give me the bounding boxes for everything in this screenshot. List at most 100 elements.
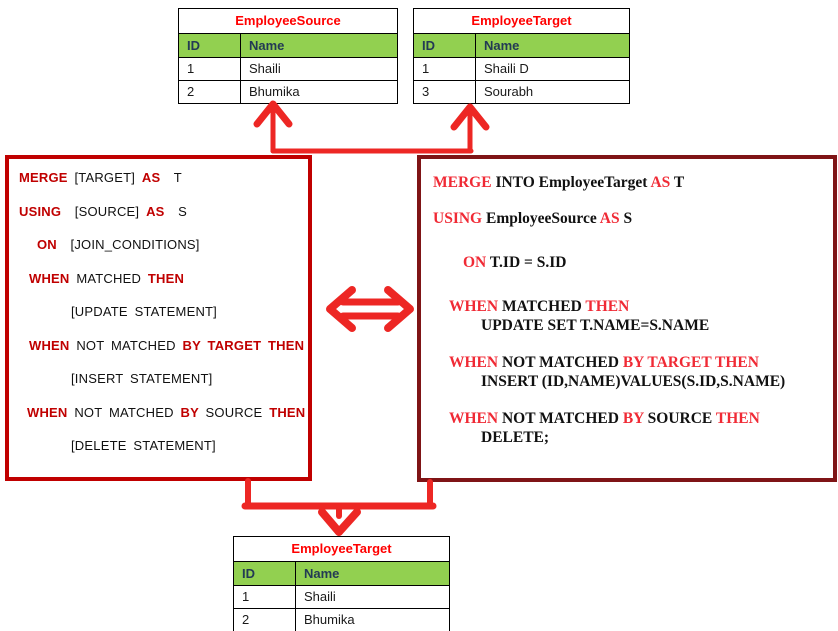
sql-text: INSERT (ID,NAME)VALUES(S.ID,S.NAME)	[481, 373, 786, 390]
code-line: [UPDATE STATEMENT]	[19, 295, 308, 329]
table-row: 1 Shaili D	[414, 58, 629, 81]
table-row: 2 Bhumika	[234, 609, 449, 631]
sql-keyword: AS	[141, 170, 161, 185]
sql-text: SOURCE	[647, 410, 716, 427]
cell: 1	[179, 58, 241, 80]
sql-keyword: THEN	[715, 410, 760, 427]
sql-text: [JOIN_CONDITIONS]	[63, 237, 200, 252]
cell: Shaili	[249, 61, 281, 76]
sql-text: NOT MATCHED	[74, 404, 181, 420]
sql-text: DELETE;	[481, 429, 550, 446]
sql-keyword: AS	[650, 174, 674, 191]
sql-keyword: WHEN	[29, 337, 77, 353]
cell: 1	[234, 586, 296, 608]
table-row: 3 Sourabh	[414, 81, 629, 103]
sql-keyword: ON	[37, 237, 64, 252]
sql-keyword: AS	[599, 210, 624, 227]
table-row: 1 Shaili	[234, 586, 449, 609]
code-line: [DELETE STATEMENT]	[19, 429, 308, 463]
code-line: WHEN MATCHED THEN	[433, 297, 833, 316]
sql-keyword: MERGE	[19, 170, 75, 185]
sql-keyword: WHEN	[449, 410, 502, 427]
sql-text: UPDATE SET T.NAME=S.NAME	[481, 317, 710, 334]
merge-example-box: MERGE INTO EmployeeTarget AS T USING Empl…	[417, 155, 837, 482]
code-line: UPDATE SET T.NAME=S.NAME	[433, 316, 833, 335]
sql-text: EmployeeSource	[485, 210, 600, 227]
cell: Shaili	[304, 589, 336, 604]
table-title: EmployeeTarget	[234, 537, 449, 562]
cell: Bhumika	[304, 612, 355, 627]
cell: Sourabh	[484, 84, 534, 99]
sql-text: [TARGET]	[74, 170, 142, 185]
sql-text: [SOURCE]	[67, 203, 147, 219]
code-line: ON [JOIN_CONDITIONS]	[19, 228, 308, 262]
code-line: DELETE;	[433, 428, 833, 447]
code-line: WHEN NOT MATCHED BY SOURCE THEN	[19, 396, 308, 430]
sql-keyword: WHEN	[449, 298, 502, 315]
sql-text: T	[673, 174, 685, 191]
table-row: 2 Bhumika	[179, 81, 397, 103]
sql-text: SOURCE	[205, 404, 270, 420]
cell: 2	[234, 609, 296, 631]
code-line: WHEN NOT MATCHED BY SOURCE THEN	[433, 409, 833, 428]
down-arrow-icon	[318, 508, 361, 536]
sql-keyword: USING	[19, 203, 68, 219]
table-title: EmployeeSource	[179, 9, 397, 34]
code-line: WHEN NOT MATCHED BY TARGET THEN	[433, 353, 833, 372]
sql-keyword: THEN	[147, 270, 185, 286]
sql-keyword: BY TARGET THEN	[182, 337, 305, 353]
table-row: 1 Shaili	[179, 58, 397, 81]
sql-keyword: THEN	[269, 404, 306, 420]
sql-keyword: ON	[463, 254, 490, 271]
sql-keyword: MERGE	[433, 174, 496, 191]
table-header-row: ID Name	[414, 34, 629, 58]
sql-keyword: AS	[146, 203, 165, 219]
sql-text: [UPDATE STATEMENT]	[71, 304, 217, 319]
equivalence-arrow-right-head-icon	[384, 286, 414, 332]
up-arrow-to-source-icon	[253, 100, 293, 128]
sql-keyword: BY	[180, 404, 206, 420]
cell: 1	[414, 58, 476, 80]
code-line: WHEN MATCHED THEN	[19, 262, 308, 296]
sql-keyword: THEN	[585, 298, 630, 315]
sql-keyword: WHEN	[29, 270, 77, 286]
sql-text: INTO EmployeeTarget	[495, 174, 651, 191]
equivalence-arrow-left-head-icon	[326, 286, 356, 332]
up-arrow-to-target-icon	[450, 103, 490, 131]
sql-keyword: WHEN	[27, 404, 75, 420]
header-cell: Name	[249, 38, 285, 53]
sql-text: MATCHED	[501, 298, 586, 315]
code-line: USING [SOURCE] AS S	[19, 195, 308, 229]
header-cell: Name	[484, 38, 520, 53]
sql-text: MATCHED	[76, 270, 148, 286]
sql-text: T.ID = S.ID	[489, 254, 567, 271]
code-line: WHEN NOT MATCHED BY TARGET THEN	[19, 329, 308, 363]
cell: Bhumika	[249, 84, 300, 99]
sql-keyword: WHEN	[449, 354, 502, 371]
code-line: INSERT (ID,NAME)VALUES(S.ID,S.NAME)	[433, 372, 833, 391]
sql-text: [INSERT STATEMENT]	[71, 371, 213, 386]
cell: 2	[179, 81, 241, 103]
sql-text: S	[164, 203, 188, 219]
sql-keyword: USING	[433, 210, 486, 227]
sql-keyword: BY TARGET THEN	[622, 354, 759, 371]
table-title: EmployeeTarget	[414, 9, 629, 34]
sql-text: NOT MATCHED	[501, 410, 623, 427]
code-line: MERGE [TARGET] AS T	[19, 161, 308, 195]
cell: Shaili D	[484, 61, 529, 76]
code-line: USING EmployeeSource AS S	[433, 209, 833, 228]
cell: 3	[414, 81, 476, 103]
sql-text: T	[160, 170, 182, 185]
code-line: MERGE INTO EmployeeTarget AS T	[433, 173, 833, 192]
sql-text: NOT MATCHED	[76, 337, 183, 353]
sql-text: NOT MATCHED	[501, 354, 623, 371]
header-cell: ID	[234, 562, 296, 585]
header-cell: ID	[414, 34, 476, 57]
